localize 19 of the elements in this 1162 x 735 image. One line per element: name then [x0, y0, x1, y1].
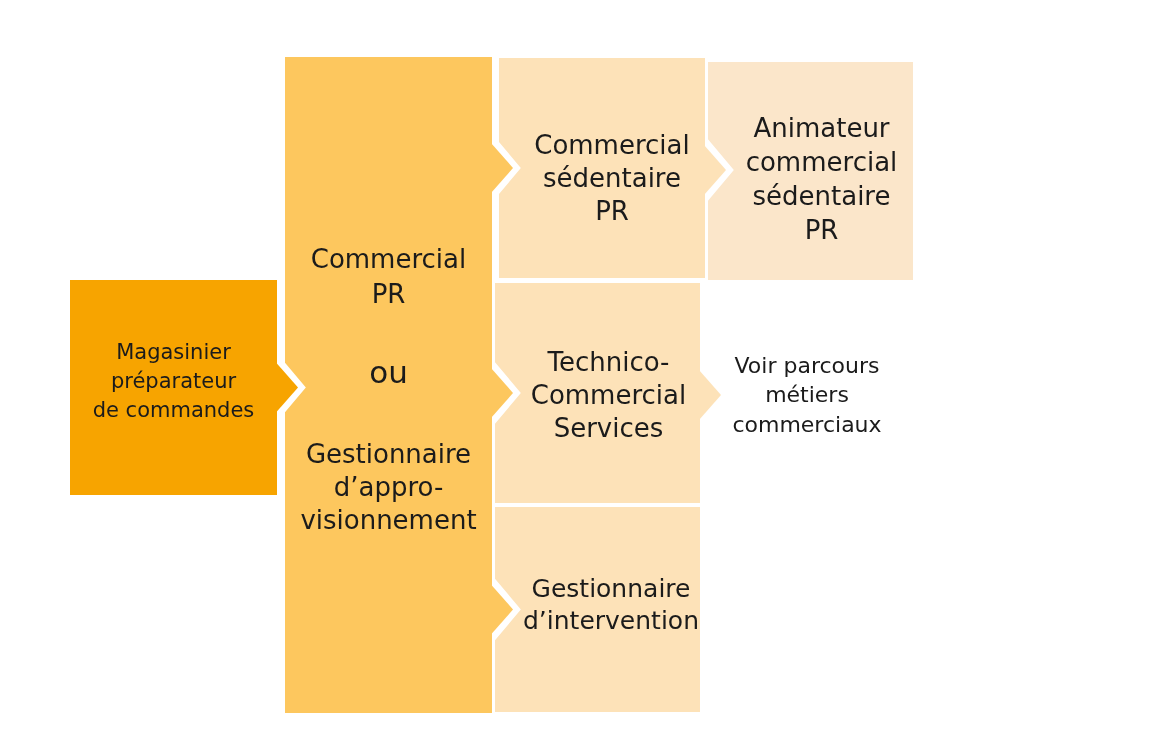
conjunction-text: ou — [368, 353, 409, 391]
role-title: Commercial sédentaire PR — [533, 128, 691, 228]
chevron-arrow — [491, 143, 513, 193]
chevron-arrow — [704, 145, 726, 195]
process-box — [285, 57, 492, 713]
process-box — [708, 62, 913, 280]
role-title: Gestionnaire d’intervention — [522, 572, 700, 637]
process-box — [495, 283, 700, 503]
process-box — [495, 507, 700, 712]
role-title: Commercial PR — [309, 243, 468, 311]
process-box — [499, 58, 705, 278]
chevron-arrow — [491, 368, 513, 418]
role-title: Gestionnaire d’appro-visionnement — [299, 438, 478, 537]
process-box — [70, 280, 277, 495]
role-title: Magasinier préparateur de commandes — [91, 338, 256, 424]
role-title: Technico-Commercial Services — [529, 345, 688, 445]
chevron-arrow — [699, 370, 721, 420]
note-text: Voir parcours métiers commerciaux — [731, 351, 883, 439]
role-title: Animateur commercial sédentaire PR — [744, 112, 899, 247]
